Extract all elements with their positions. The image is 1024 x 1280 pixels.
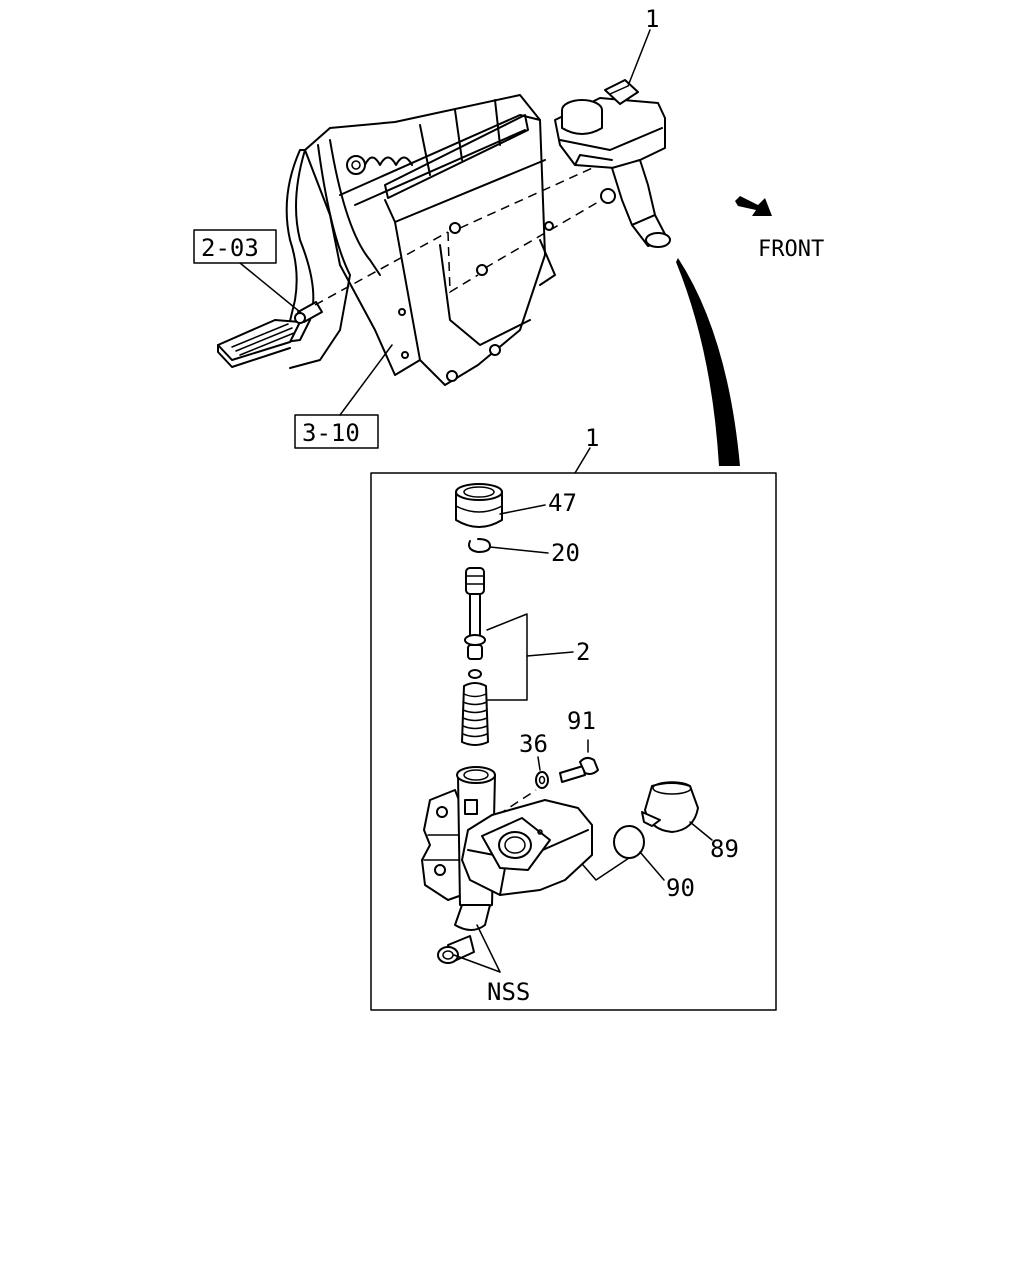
ref-box-2-03[interactable]: 2-03 [193, 229, 301, 313]
ref-label: 2-03 [201, 234, 259, 262]
callout-1-detail: 1 [574, 424, 599, 474]
master-cylinder-body-detail [421, 766, 593, 964]
callout-label: 36 [519, 730, 548, 758]
callout-label: 1 [585, 424, 599, 452]
detail-connector-arrow [676, 258, 740, 466]
part-91-bolt[interactable]: 91 [559, 707, 599, 783]
callout-1-top: 1 [627, 5, 659, 87]
nss-callout: NSS [453, 924, 530, 1006]
front-label: FRONT [758, 237, 824, 262]
front-arrow-icon [735, 196, 772, 216]
callout-label: 47 [548, 489, 577, 517]
part-47-reservoir-cap[interactable]: 47 [455, 483, 577, 528]
part-90-o-ring[interactable]: 90 [569, 825, 695, 902]
ref-label: 3-10 [302, 419, 360, 447]
ref-box-3-10[interactable]: 3-10 [294, 344, 393, 449]
front-direction-indicator: FRONT [735, 196, 824, 262]
callout-label: NSS [487, 978, 530, 1006]
part-89-filter-cap[interactable]: 89 [641, 781, 739, 863]
callout-label: 89 [710, 835, 739, 863]
part-20-snap-ring[interactable]: 20 [468, 538, 580, 567]
master-cylinder-installed [554, 79, 671, 248]
detail-box [370, 472, 777, 1011]
callout-label: 91 [567, 707, 596, 735]
part-2-piston-kit[interactable]: 2 [461, 567, 590, 746]
callout-label: 1 [645, 5, 659, 33]
callout-label: 2 [576, 638, 590, 666]
callout-label: 20 [551, 539, 580, 567]
part-36-washer[interactable]: 36 [519, 730, 549, 789]
callout-label: 90 [666, 874, 695, 902]
pedal-bracket-assembly [217, 94, 611, 386]
